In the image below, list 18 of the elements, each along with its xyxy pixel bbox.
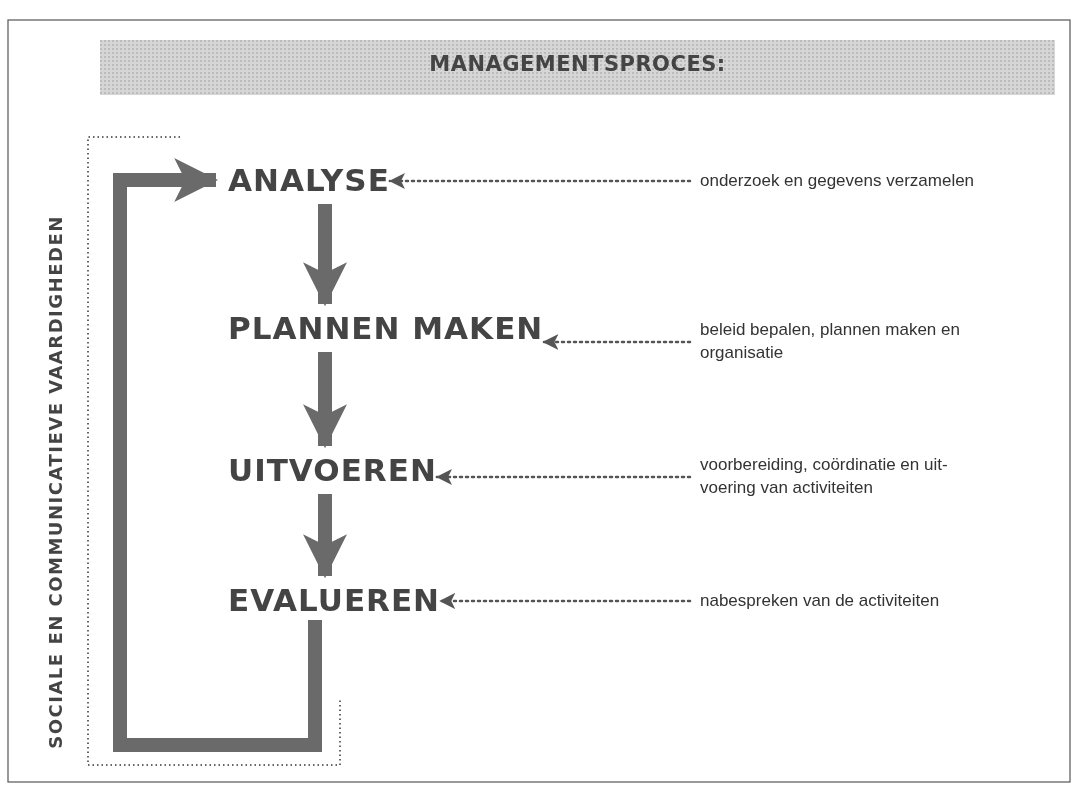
stage-label: PLANNEN MAKEN [228, 309, 544, 348]
dotted-arrow [542, 334, 692, 350]
block-arrow [113, 158, 322, 752]
stage-label: UITVOEREN [228, 451, 437, 490]
title: MANAGEMENTSPROCES: [428, 52, 727, 76]
dotted-arrow [438, 593, 692, 609]
dotted-arrow [388, 173, 692, 189]
block-arrow [303, 352, 347, 449]
description-text: onderzoek en gegevens verzamelen [700, 170, 975, 192]
block-arrow [303, 494, 347, 579]
block-arrow [303, 204, 347, 307]
description-text: nabespreken van de activiteiten [700, 590, 940, 612]
description-text: voorbereiding, coördinatie en uit- voering van activiteiten [700, 454, 949, 499]
stage-label: EVALUEREN [228, 581, 441, 620]
dotted-arrow [435, 469, 692, 485]
description-text: beleid bepalen, plannen maken en organisatie [700, 319, 961, 364]
stage-label: ANALYSE [228, 161, 390, 200]
vertical-label: SOCIALE EN COMMUNICATIEVE VAARDIGHEDEN [44, 215, 66, 749]
